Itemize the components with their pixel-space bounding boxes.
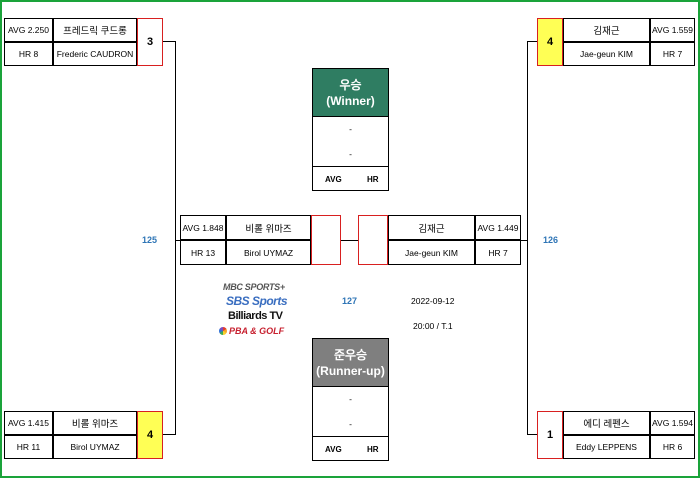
- player-hr: HR 11: [4, 435, 53, 459]
- player-name-korean: 비롤 위마즈: [53, 411, 137, 435]
- match-number-left: 125: [142, 235, 158, 245]
- match-number-right: 126: [543, 235, 559, 245]
- runner-up-value-1: -: [349, 394, 352, 404]
- player-avg: AVG 1.594: [650, 411, 695, 435]
- player-name-korean: 김재근: [388, 215, 475, 240]
- player-name-english: Frederic CAUDRON: [53, 42, 137, 66]
- mbc-sports-logo: MBC SPORTS+: [223, 282, 285, 292]
- winner-value-1: -: [349, 124, 352, 134]
- winner-body: [312, 116, 389, 191]
- player-hr: HR 8: [4, 42, 53, 66]
- player-avg: AVG 1.559: [650, 18, 695, 42]
- bracket-line: [527, 41, 537, 42]
- player-name-korean: 김재근: [563, 18, 650, 42]
- player-name-korean: 에디 레펜스: [563, 411, 650, 435]
- bracket-line: [175, 240, 180, 241]
- player-avg: AVG 1.449: [475, 215, 521, 240]
- winner-header: 우승 (Winner): [312, 68, 389, 117]
- winner-avg-label: AVG: [325, 175, 342, 184]
- bracket-line: [521, 240, 527, 241]
- winner-title-korean: 우승: [339, 77, 362, 92]
- player-avg: AVG 2.250: [4, 18, 53, 42]
- runner-up-avg-label: AVG: [325, 445, 342, 454]
- match-time-table: 20:00 / T.1: [413, 321, 453, 331]
- divider: [312, 166, 389, 167]
- player-score: 4: [137, 411, 163, 459]
- winner-hr-label: HR: [367, 175, 379, 184]
- player-hr: HR 7: [650, 42, 695, 66]
- winner-title-english: (Winner): [326, 93, 375, 108]
- player-avg: AVG 1.848: [180, 215, 226, 240]
- bracket-line: [527, 434, 537, 435]
- billiards-tv-logo: Billiards TV: [228, 310, 283, 322]
- runner-up-title-english: (Runner-up): [316, 363, 385, 378]
- player-hr: HR 6: [650, 435, 695, 459]
- player-name-korean: 비롤 위마즈: [226, 215, 311, 240]
- player-score: [358, 215, 388, 265]
- runner-up-title-korean: 준우승: [333, 347, 368, 362]
- bracket-line: [527, 41, 528, 435]
- player-score: 1: [537, 411, 563, 459]
- sbs-sports-logo: SBS Sports: [226, 294, 288, 308]
- runner-up-hr-label: HR: [367, 445, 379, 454]
- pba-golf-logo: PBA & GOLF: [229, 326, 285, 336]
- player-score: 4: [537, 18, 563, 66]
- player-hr: HR 7: [475, 240, 521, 265]
- divider: [312, 436, 389, 437]
- player-name-english: Eddy LEPPENS: [563, 435, 650, 459]
- player-name-english: Birol UYMAZ: [226, 240, 311, 265]
- match-date: 2022-09-12: [411, 296, 455, 306]
- bracket-line: [163, 434, 175, 435]
- player-avg: AVG 1.415: [4, 411, 53, 435]
- bracket-line: [163, 41, 175, 42]
- player-name-english: Jae-geun KIM: [563, 42, 650, 66]
- bracket-line: [175, 41, 176, 435]
- runner-up-value-2: -: [349, 419, 352, 429]
- player-hr: HR 13: [180, 240, 226, 265]
- player-name-korean: 프레드릭 쿠드롱: [53, 18, 137, 42]
- player-score: 3: [137, 18, 163, 66]
- player-score: [311, 215, 341, 265]
- bracket-line: [341, 240, 358, 241]
- player-name-english: Jae-geun KIM: [388, 240, 475, 265]
- runner-up-header: 준우승 (Runner-up): [312, 338, 389, 387]
- match-number-final: 127: [342, 296, 358, 306]
- runner-up-body: [312, 386, 389, 461]
- winner-value-2: -: [349, 149, 352, 159]
- peacock-icon: [219, 327, 227, 335]
- player-name-english: Birol UYMAZ: [53, 435, 137, 459]
